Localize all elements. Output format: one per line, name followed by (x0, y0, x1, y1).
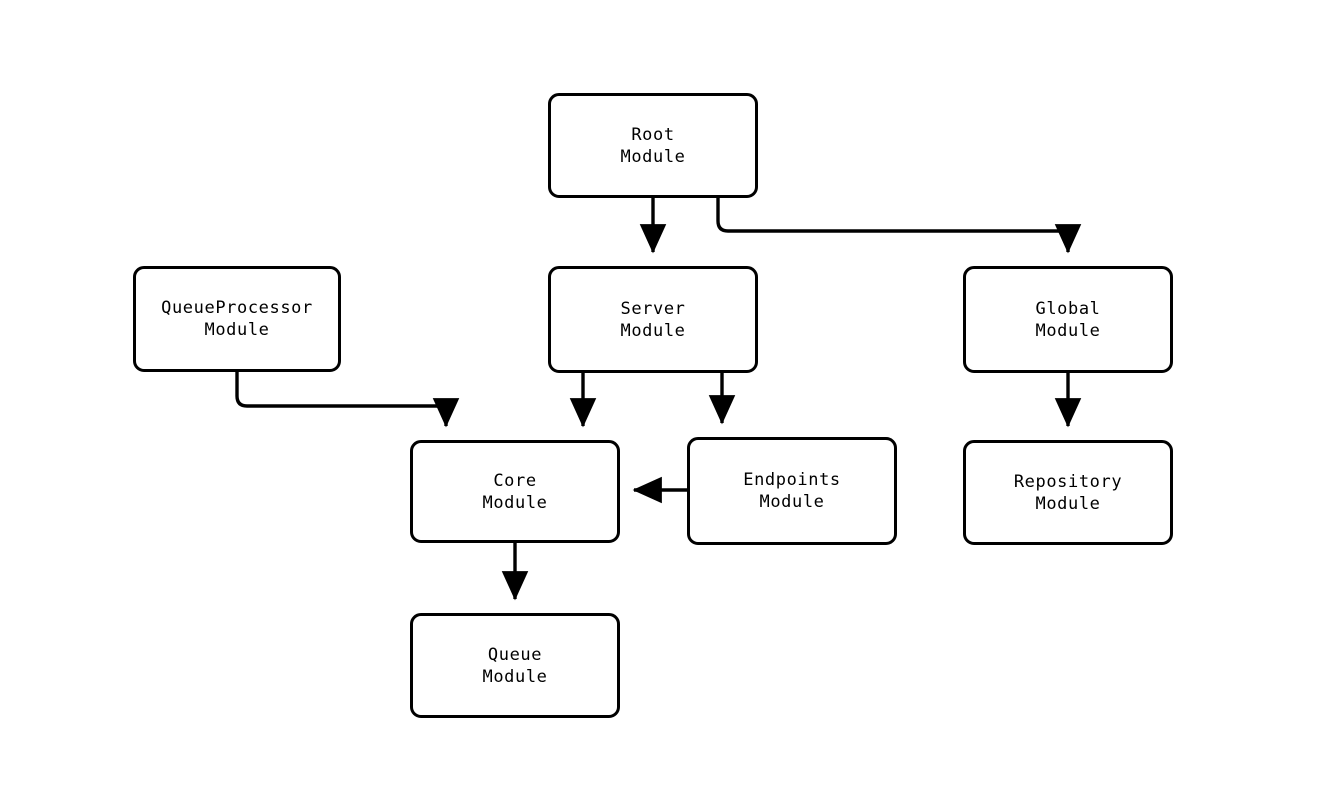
root-module-label-line1: Root (631, 124, 675, 145)
server-module-node[interactable]: Server Module (548, 266, 758, 373)
queueprocessor-module-node[interactable]: QueueProcessor Module (133, 266, 341, 372)
endpoints-module-node[interactable]: Endpoints Module (687, 437, 897, 545)
repository-module-label-line1: Repository (1013, 471, 1123, 492)
server-module-label-line1: Server (620, 298, 686, 319)
queue-module-node[interactable]: Queue Module (410, 613, 620, 718)
global-module-node[interactable]: Global Module (963, 266, 1173, 373)
endpoints-module-label-line1: Endpoints (743, 470, 841, 490)
root-module-label-line2: Module (620, 146, 686, 167)
repository-module-node[interactable]: Repository Module (963, 440, 1173, 545)
core-module-label-line2: Module (482, 492, 548, 513)
repository-module-label-line2: Module (1035, 493, 1101, 514)
edges-group (235, 198, 1082, 601)
edge-root-to-global (716, 198, 1082, 254)
edge-queueprocessor-to-core (235, 372, 460, 428)
core-module-node[interactable]: Core Module (410, 440, 620, 543)
global-module-label-line1: Global (1035, 298, 1101, 319)
queue-module-label-line1: Queue (487, 644, 543, 665)
global-module-label-line2: Module (1035, 320, 1101, 341)
queueprocessor-module-label-line1: QueueProcessor (161, 298, 313, 318)
queueprocessor-module-label-line2: Module (204, 320, 270, 340)
endpoints-module-label-line2: Module (759, 492, 825, 512)
root-module-node[interactable]: Root Module (548, 93, 758, 198)
core-module-label-line1: Core (493, 470, 537, 491)
queue-module-label-line2: Module (482, 666, 548, 687)
server-module-label-line2: Module (620, 320, 686, 341)
